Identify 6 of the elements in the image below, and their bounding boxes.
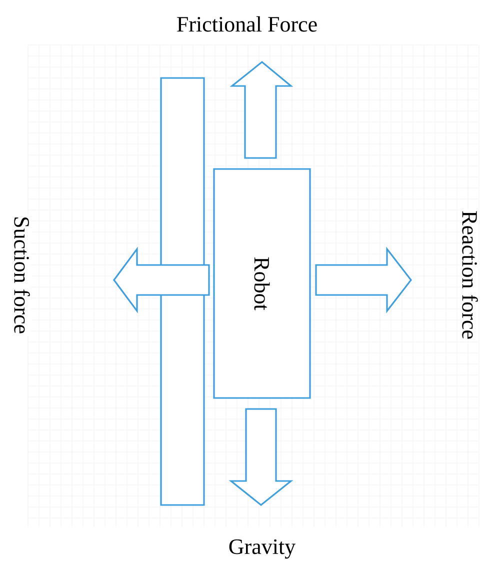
force-label: Frictional Force [175, 15, 319, 33]
force-label: Gravity [227, 538, 297, 560]
force-label: Suction force [13, 215, 31, 335]
wall-bar [160, 77, 205, 506]
force-label: Reaction force [461, 210, 479, 340]
robot-box: Robot [213, 168, 311, 399]
